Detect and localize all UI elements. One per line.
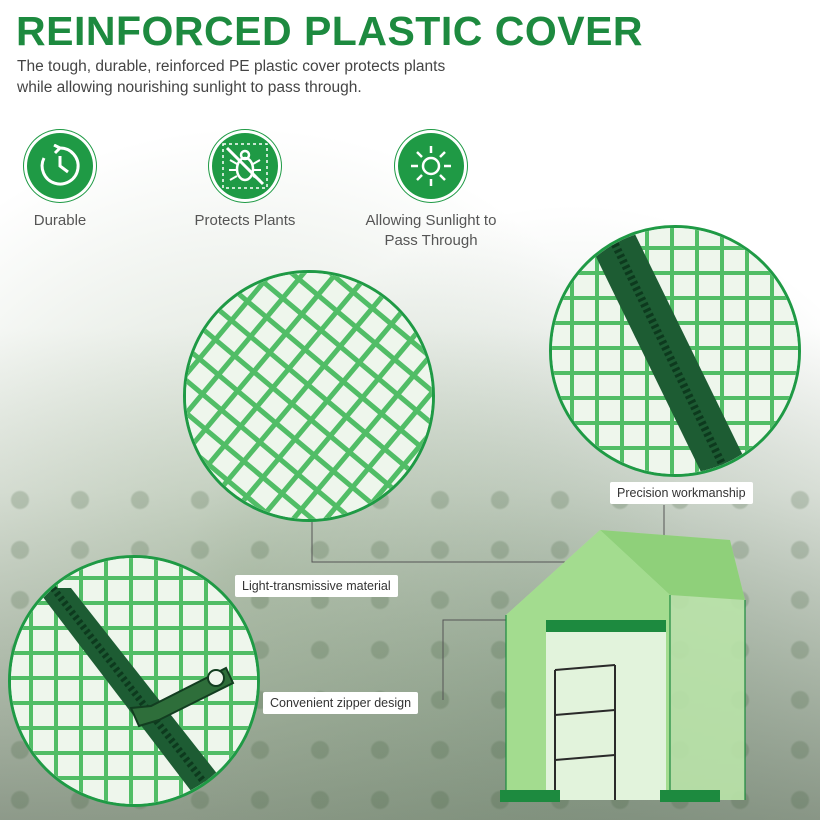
callout-zipper-design: Convenient zipper design xyxy=(263,692,419,714)
page-title: REINFORCED PLASTIC COVER xyxy=(16,8,644,54)
zipper-detail-circle xyxy=(8,555,260,807)
mesh-detail-circle xyxy=(183,270,435,522)
zipper-pull-icon xyxy=(129,666,235,728)
callout-light-transmissive: Light-transmissive material xyxy=(235,575,398,597)
feature-sunlight: Allowing Sunlight to Pass Through xyxy=(356,130,506,251)
seam-detail-circle xyxy=(549,225,801,477)
callout-precision-workmanship: Precision workmanship xyxy=(610,482,753,504)
feature-durable-label: Durable xyxy=(33,212,87,229)
feature-protects-plants: Protects Plants xyxy=(170,130,320,231)
feature-sunlight-label: Allowing Sunlight to Pass Through xyxy=(365,212,497,249)
feature-durable: Durable xyxy=(0,130,135,231)
clock-arrow-icon xyxy=(24,130,96,202)
zipper-seam-strip xyxy=(582,228,752,474)
page-subtitle: The tough, durable, reinforced PE plasti… xyxy=(17,58,446,96)
feature-protects-plants-label: Protects Plants xyxy=(194,212,296,229)
sun-icon xyxy=(395,130,467,202)
greenhouse-illustration xyxy=(500,530,746,802)
no-bug-icon xyxy=(209,130,281,202)
